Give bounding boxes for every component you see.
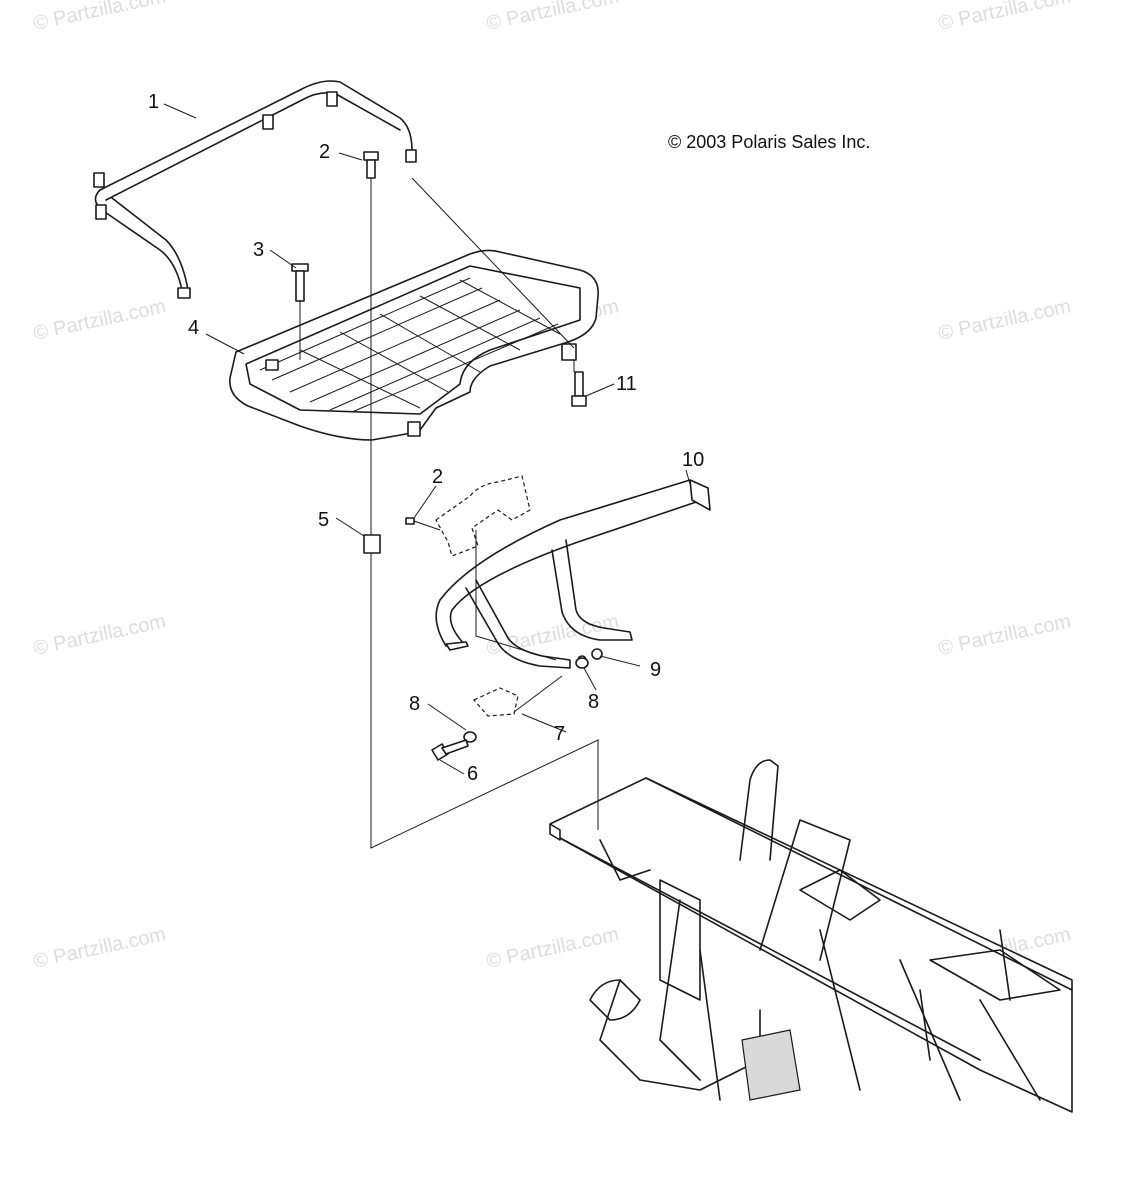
part-2-screw-lower — [405, 517, 441, 531]
reference-panel-dashed — [435, 475, 531, 557]
callout-1: 1 — [148, 91, 159, 113]
watermark: © Partzilla.com — [484, 923, 620, 973]
part-5-spacer — [363, 534, 381, 554]
watermark: © Partzilla.com — [484, 0, 620, 35]
copyright-notice: © 2003 Polaris Sales Inc. — [668, 132, 870, 152]
callout-2-lower: 2 — [432, 466, 443, 488]
part-7-bracket — [473, 675, 563, 717]
callout-2-upper: 2 — [319, 141, 330, 163]
callout-8-right: 8 — [588, 691, 599, 713]
part-3-bolt — [291, 263, 309, 302]
atv-frame — [549, 759, 1073, 1113]
watermark: © Partzilla.com — [936, 0, 1072, 35]
callout-11: 11 — [616, 373, 637, 395]
callout-4: 4 — [188, 317, 199, 339]
callout-6: 6 — [467, 763, 478, 785]
part-4-rack-platform — [229, 249, 599, 441]
watermark: © Partzilla.com — [31, 0, 167, 35]
callout-3: 3 — [253, 239, 264, 261]
leader-lines — [163, 103, 691, 849]
watermark: © Partzilla.com — [936, 295, 1072, 345]
watermark: © Partzilla.com — [936, 610, 1072, 660]
callout-10: 10 — [682, 449, 704, 471]
part-1-rack-rail — [93, 80, 417, 299]
callout-5: 5 — [318, 509, 329, 531]
part-6-bolt — [431, 739, 469, 761]
part-8-washer-upper — [575, 657, 589, 669]
watermark: © Partzilla.com — [31, 923, 167, 973]
part-2-pin-upper — [363, 151, 379, 179]
part-8-washer-lower — [463, 731, 477, 743]
callouts: 1 2 3 4 11 10 2 5 9 8 8 7 6 — [148, 91, 704, 785]
callout-7: 7 — [554, 723, 565, 745]
part-11-bolt — [571, 371, 587, 407]
callout-8-left: 8 — [409, 693, 420, 715]
callout-9: 9 — [650, 659, 661, 681]
watermark: © Partzilla.com — [31, 295, 167, 345]
watermark: © Partzilla.com — [31, 610, 167, 660]
part-9-nut — [591, 648, 603, 660]
